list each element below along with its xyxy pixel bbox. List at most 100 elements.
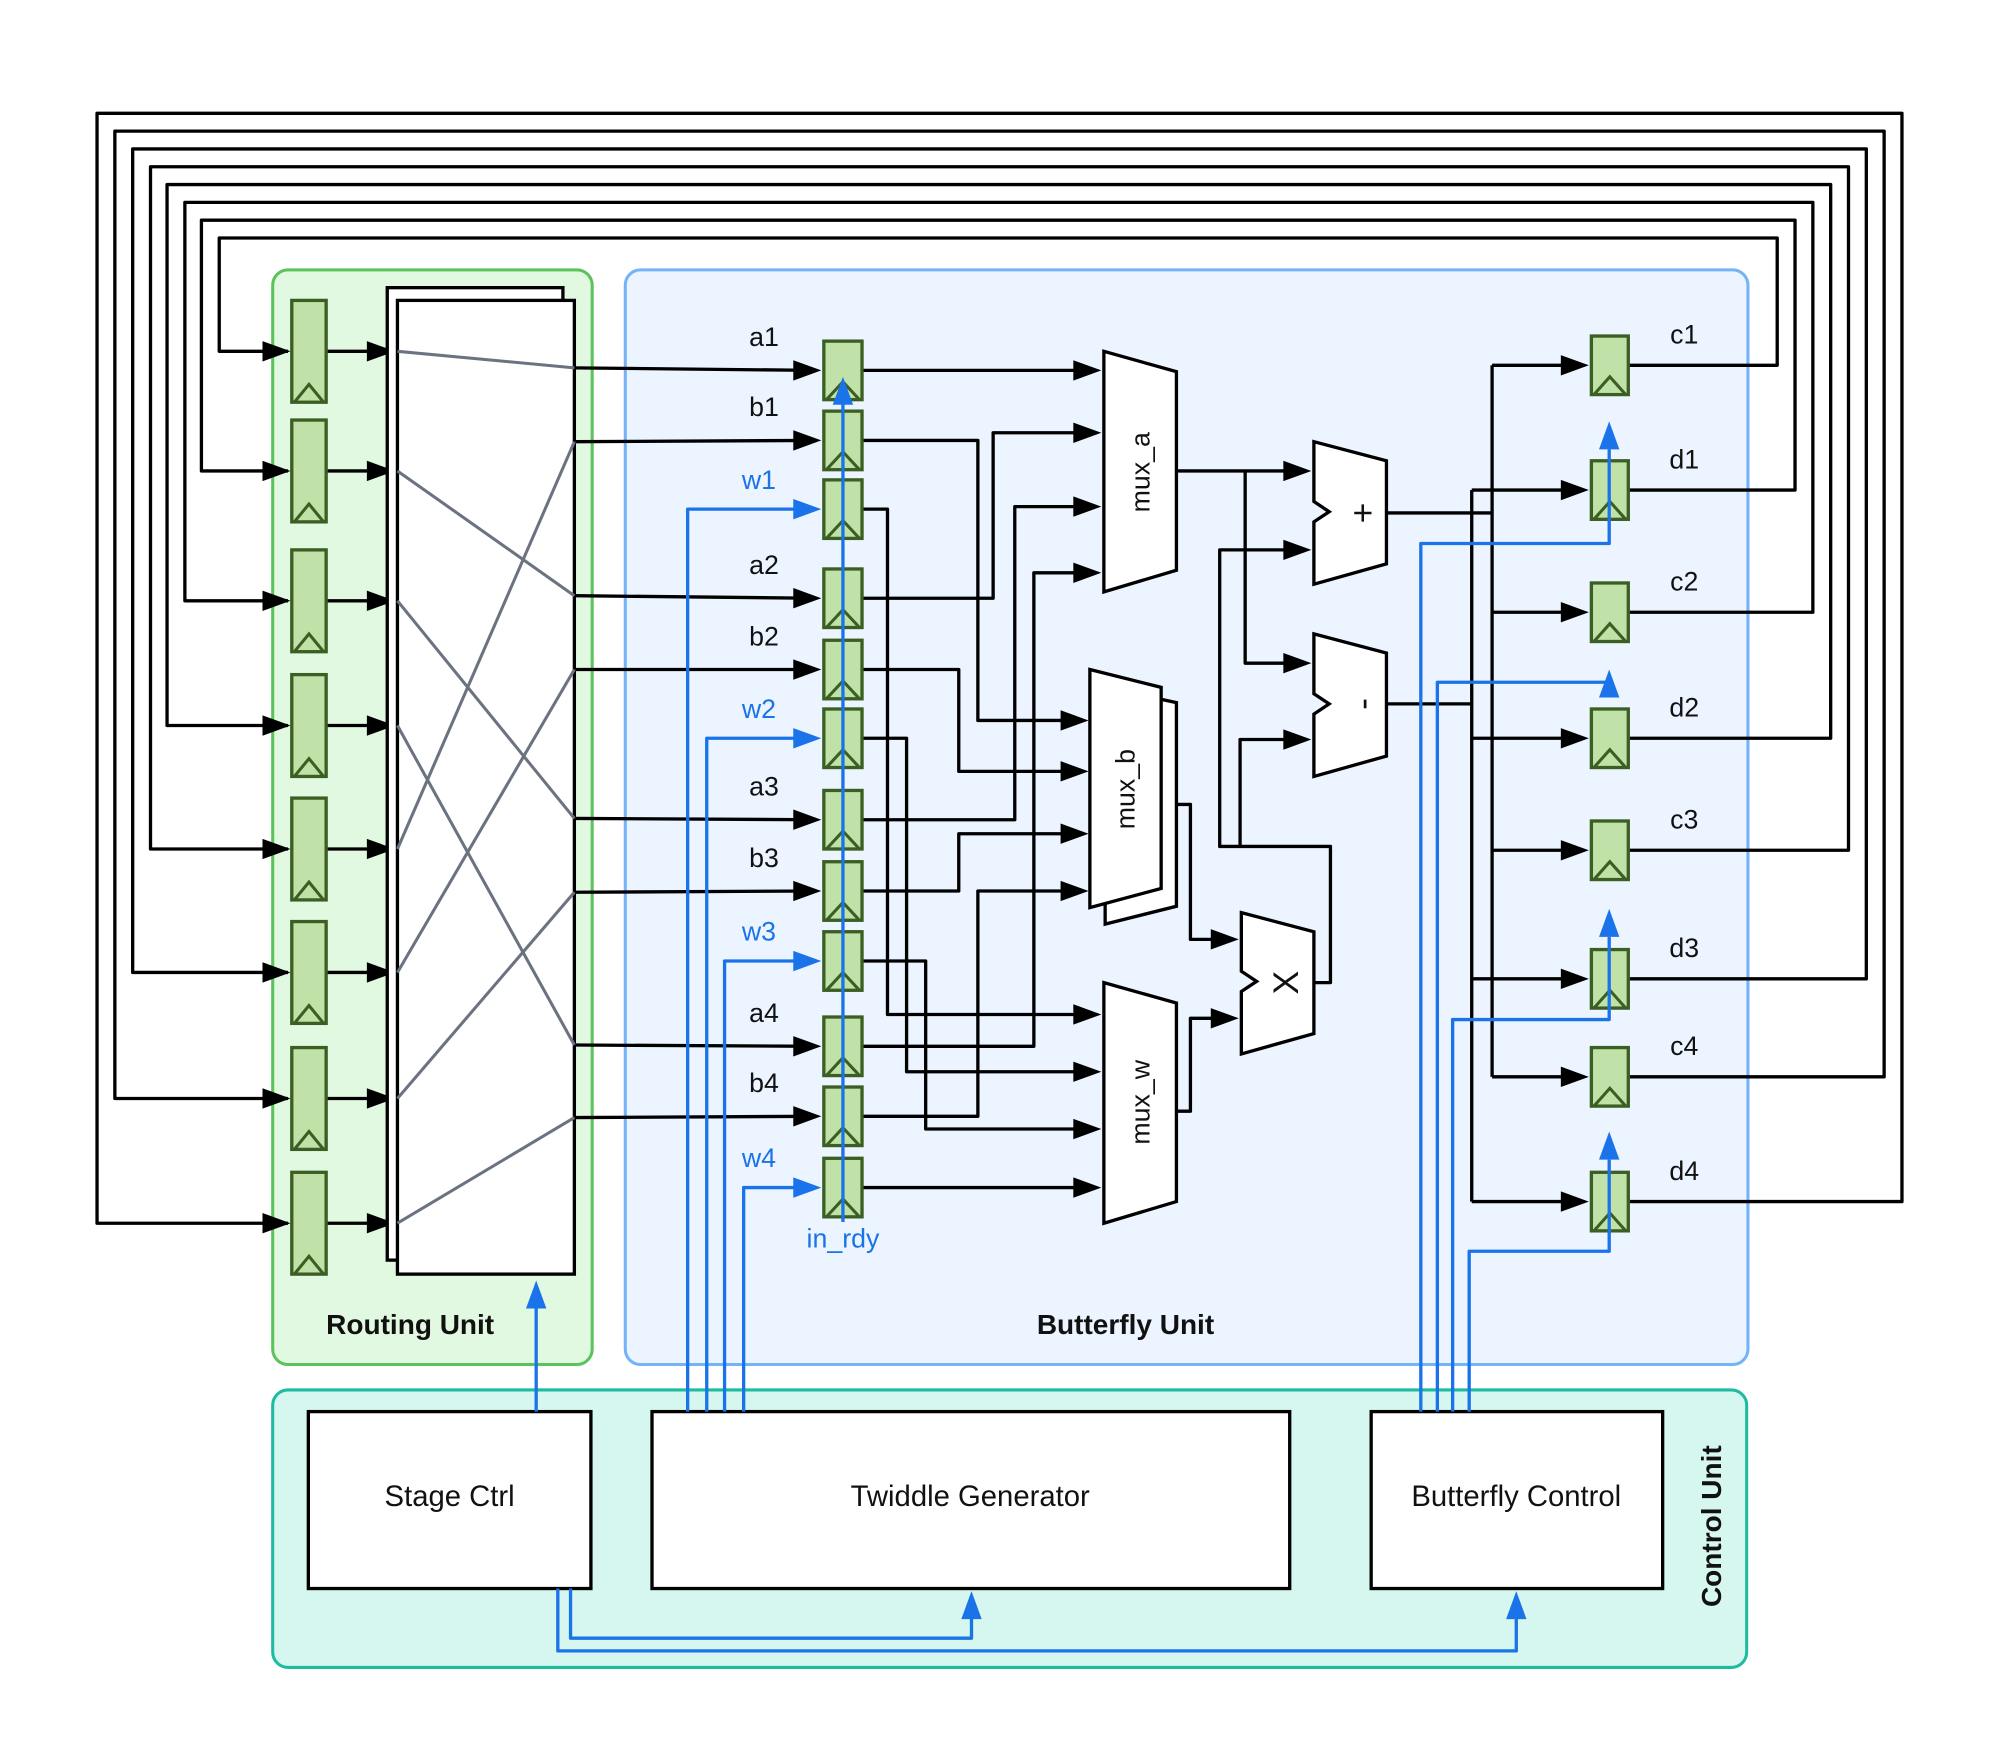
arrowhead-icon (262, 1213, 291, 1234)
clock-triangle-icon (1592, 859, 1627, 881)
arrowhead-icon (1560, 1066, 1589, 1088)
clock-triangle-icon (293, 631, 325, 653)
arrowhead-icon (262, 838, 291, 860)
arrowhead-icon (1283, 460, 1312, 482)
feedback-wire-3 (183, 200, 1815, 614)
arrows-layer (262, 341, 1589, 1234)
butterfly-control-clock-1 (1419, 449, 1611, 1412)
arrowhead-icon (1560, 840, 1589, 861)
input-label-b3: b3 (749, 843, 779, 873)
arrowhead-icon (262, 1088, 291, 1109)
routing-register-4 (290, 672, 328, 779)
b3-to-mux-b (862, 832, 1083, 893)
control-unit-title: Control Unit (1696, 1445, 1727, 1607)
arrowhead-icon (366, 1088, 395, 1109)
output-register-c4 (1589, 1045, 1630, 1108)
feedback-wire-5 (148, 165, 1851, 852)
stage-to-butterfly-control-signal (556, 1588, 1518, 1653)
wires-layer (95, 111, 1904, 1225)
register-body (290, 548, 328, 654)
arrowhead-icon (366, 341, 395, 362)
twiddle-label-w1: w1 (741, 465, 776, 495)
butterfly-control-clock-3 (1450, 936, 1611, 1412)
arrowhead-icon (1060, 761, 1089, 782)
register-body (290, 298, 328, 404)
routing-register-3 (290, 548, 328, 654)
clock-triangle-icon (293, 1003, 325, 1025)
adder-symbol: + (1342, 503, 1382, 524)
feedback-wire-1 (217, 236, 1779, 367)
arrowhead-icon (1060, 880, 1089, 902)
arrowhead-icon (1073, 496, 1102, 517)
clock-triangle-icon (1592, 747, 1627, 769)
feedback-wire-7 (113, 129, 1886, 1101)
routing-register-5 (290, 796, 328, 902)
routing-register-6 (290, 919, 328, 1026)
clock-arrow-icon (1599, 669, 1620, 698)
input-label-a3: a3 (749, 772, 779, 802)
register-body (290, 796, 328, 902)
twiddle-signal-w1 (685, 507, 815, 1412)
arrowhead-icon (1560, 355, 1589, 376)
twiddle-label-w4: w4 (741, 1143, 776, 1173)
arrowhead-icon (793, 1036, 822, 1057)
mux-w (1102, 980, 1179, 1226)
butterfly-control-block (1369, 1409, 1665, 1591)
multiplier (1239, 910, 1316, 1057)
twiddle-generator-block (650, 1409, 1292, 1591)
arrowhead-icon (1073, 422, 1102, 443)
register-body (290, 919, 328, 1026)
clock-arrow-icon (1599, 421, 1620, 450)
arrowhead-icon (262, 962, 291, 983)
mux-b-label: mux_b (1110, 749, 1140, 829)
input-label-a2: a2 (749, 550, 779, 580)
b4-to-mux-b (862, 889, 1083, 1118)
crossbar-to-register-wire (574, 366, 815, 373)
mux-b (1088, 667, 1163, 910)
output-label-c2: c2 (1670, 567, 1698, 597)
crossbar-connection (396, 1116, 576, 1225)
arrowhead-icon (1073, 1177, 1102, 1198)
twiddle-signal-w2 (705, 736, 815, 1412)
twiddle-arrow-icon (793, 1177, 822, 1198)
feedback-wire-2 (199, 218, 1797, 492)
subtractor-symbol: - (1342, 698, 1382, 710)
crossbar-to-register-wire (574, 438, 815, 444)
arrowhead-icon (262, 715, 291, 736)
clock-triangle-icon (293, 879, 325, 901)
arrowhead-icon (1073, 1118, 1102, 1140)
crossbar-to-register-wire (574, 889, 815, 894)
arrowhead-icon (1210, 1008, 1239, 1029)
stage-arrow-icon (525, 1280, 547, 1309)
multiplier-to-adder (1218, 548, 1333, 985)
arrowhead-icon (1073, 1061, 1102, 1082)
output-label-d4: d4 (1669, 1156, 1699, 1186)
clock-triangle-icon (293, 381, 325, 404)
arrowhead-icon (1560, 968, 1589, 990)
arrowhead-icon (1060, 823, 1089, 844)
w1-to-mux-w (862, 507, 1095, 1017)
register-body (290, 672, 328, 779)
clock-arrow-icon (1599, 1131, 1620, 1160)
arrowhead-icon (793, 430, 822, 451)
twiddle-generator-label: Twiddle Generator (851, 1481, 1090, 1513)
routing-register-2 (290, 418, 328, 524)
arrowhead-icon (1283, 652, 1312, 674)
arrowhead-icon (366, 460, 395, 482)
twiddle-arrow-icon (793, 498, 822, 520)
clock-triangle-icon (293, 501, 325, 523)
crossbar-connection (396, 469, 576, 597)
clock-triangle-icon (1592, 374, 1627, 396)
routing-register-8 (290, 1170, 328, 1276)
feedback-wire-6 (131, 147, 1868, 981)
output-register-d2 (1589, 707, 1630, 770)
twiddle-arrow-icon (793, 728, 822, 749)
output-label-d1: d1 (1669, 444, 1699, 474)
arrowhead-icon (793, 1106, 822, 1127)
mux-w-label: mux_w (1126, 1059, 1156, 1144)
stage-ctrl-label: Stage Ctrl (385, 1481, 515, 1513)
butterfly-control-clock-4 (1467, 1159, 1611, 1412)
crossbar-connection (396, 441, 576, 850)
arrowhead-icon (793, 880, 822, 902)
